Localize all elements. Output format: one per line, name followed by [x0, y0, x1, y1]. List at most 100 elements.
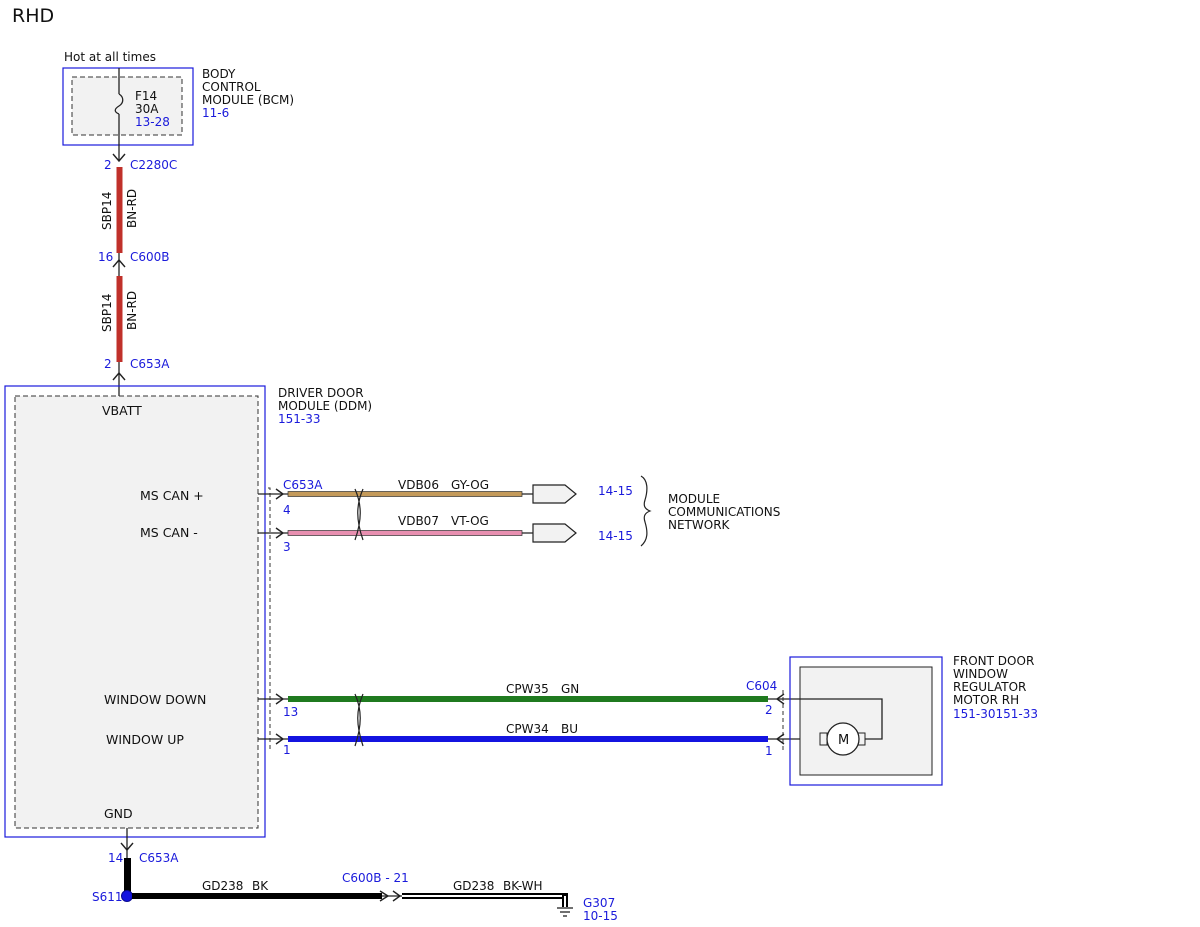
- c653a-gnd-pin: 14: [108, 851, 123, 865]
- bcm-box: [62, 67, 194, 146]
- ddm-pin-ms-can-plus: MS CAN +: [140, 488, 204, 503]
- ground-name: G307: [583, 896, 615, 910]
- wire-cpw34: [288, 736, 768, 742]
- motor-icon: [826, 722, 860, 756]
- win-up-arrow-icon: [275, 733, 285, 745]
- win-down-motor-arrow-icon: [775, 693, 785, 705]
- can-twist-icon: [354, 488, 364, 541]
- connector-c2280c-icon: [112, 153, 126, 163]
- win-down-pin-right: 2: [765, 703, 773, 717]
- bcm-inner-box: [71, 76, 183, 136]
- motor-name-line-2: WINDOW: [953, 667, 1008, 681]
- win-up-pin-left: 1: [283, 743, 291, 757]
- ddm-pin-vbatt: VBATT: [102, 403, 142, 418]
- vdb07-circuit: VDB07: [398, 514, 439, 528]
- can-minus-ref-link[interactable]: 14-15: [598, 529, 633, 543]
- win-up-motor-arrow-icon: [775, 733, 785, 745]
- win-down-pin-left: 13: [283, 705, 298, 719]
- splice-s611-icon: [121, 890, 133, 902]
- fuse-ref-link[interactable]: 13-28: [135, 115, 170, 129]
- c604-name[interactable]: C604: [746, 679, 777, 693]
- page-title: RHD: [12, 5, 54, 27]
- fuse-id: F14: [135, 89, 157, 103]
- can-plus-ref-link[interactable]: 14-15: [598, 484, 633, 498]
- c600b-pin: 16: [98, 250, 113, 264]
- can-minus-offpage-icon: [522, 523, 577, 543]
- wire-sbp14-lower: [116, 276, 123, 362]
- vdb07-color: VT-OG: [451, 514, 489, 528]
- wire-upper-circuit: SBP14: [100, 192, 114, 230]
- bcm-name-line-1: BODY: [202, 67, 236, 81]
- window-twist-icon: [354, 693, 364, 747]
- wire-lower-circuit: SBP14: [100, 294, 114, 332]
- c600b-gnd-name[interactable]: C600B - 21: [342, 871, 409, 885]
- motor-inner-box: [799, 666, 933, 776]
- cpw34-circuit: CPW34: [506, 722, 549, 736]
- cpw35-circuit: CPW35: [506, 682, 549, 696]
- can-minus-pin: 3: [283, 540, 291, 554]
- can-plus-arrow-icon: [275, 488, 285, 500]
- can-plus-pin: 4: [283, 503, 291, 517]
- motor-box: [789, 656, 943, 786]
- wire-gd238-vertical: [124, 858, 131, 896]
- ddm-name-line-2: MODULE (DDM): [278, 399, 372, 413]
- network-label-line-1: MODULE: [668, 492, 720, 506]
- c2280c-pin: 2: [104, 158, 112, 172]
- bcm-ref-link[interactable]: 11-6: [202, 106, 229, 120]
- ddm-pin-window-up: WINDOW UP: [106, 732, 184, 747]
- wire-sbp14-upper: [116, 167, 123, 253]
- ground-ref-link[interactable]: 10-15: [583, 909, 618, 923]
- wire-vdb07: [287, 530, 523, 536]
- motor-wire-loop: [800, 698, 883, 740]
- vdb06-circuit: VDB06: [398, 478, 439, 492]
- bcm-name-line-2: CONTROL: [202, 80, 261, 94]
- wire-upper-color: BN-RD: [125, 189, 139, 228]
- c653a-gnd-icon: [120, 842, 134, 852]
- cpw35-color: GN: [561, 682, 579, 696]
- fuse-icon: [114, 93, 124, 115]
- motor-ref-link[interactable]: 151-30151-33: [953, 707, 1038, 721]
- splice-s611-name: S611: [92, 890, 123, 904]
- c600b-name[interactable]: C600B: [130, 250, 170, 264]
- c653a-dashed-outline: [268, 487, 271, 750]
- wire-vdb06: [287, 491, 523, 497]
- motor-name-line-4: MOTOR RH: [953, 693, 1019, 707]
- motor-name-line-3: REGULATOR: [953, 680, 1026, 694]
- ddm-ref-link[interactable]: 151-33: [278, 412, 321, 426]
- wire-gd238-bk: [132, 893, 382, 899]
- motor-name-line-1: FRONT DOOR: [953, 654, 1034, 668]
- power-label: Hot at all times: [64, 50, 156, 64]
- can-minus-arrow-icon: [275, 527, 285, 539]
- gnd-b-color: BK-WH: [503, 879, 543, 893]
- ground-icon: [557, 907, 573, 917]
- ddm-name-line-1: DRIVER DOOR: [278, 386, 364, 400]
- wire-cpw35: [288, 696, 768, 702]
- c653a-gnd-name[interactable]: C653A: [139, 851, 179, 865]
- network-brace-icon: [640, 475, 652, 547]
- gnd-b-circuit: GD238: [453, 879, 494, 893]
- gnd-a-circuit: GD238: [202, 879, 243, 893]
- win-down-arrow-icon: [275, 693, 285, 705]
- gnd-a-color: BK: [252, 879, 269, 893]
- motor-symbol: M: [838, 733, 849, 748]
- ddm-pin-gnd: GND: [104, 806, 133, 821]
- c2280c-name[interactable]: C2280C: [130, 158, 177, 172]
- ddm-box: [4, 385, 266, 838]
- wire-lower-color: BN-RD: [125, 291, 139, 330]
- c653a-can-name[interactable]: C653A: [283, 478, 323, 492]
- can-plus-offpage-icon: [522, 484, 577, 504]
- ddm-inner-box: [14, 395, 259, 829]
- c653a-top-name[interactable]: C653A: [130, 357, 170, 371]
- ddm-pin-ms-can-minus: MS CAN -: [140, 525, 198, 540]
- c600b-gnd-arrow-2-icon: [392, 890, 402, 902]
- win-up-pin-right: 1: [765, 744, 773, 758]
- vdb06-color: GY-OG: [451, 478, 489, 492]
- c653a-top-pin: 2: [104, 357, 112, 371]
- bcm-name-line-3: MODULE (BCM): [202, 93, 294, 107]
- cpw34-color: BU: [561, 722, 578, 736]
- motor-terminal-left: [819, 732, 828, 746]
- fuse-rating: 30A: [135, 102, 159, 116]
- network-label-line-2: COMMUNICATIONS: [668, 505, 780, 519]
- ddm-pin-window-down: WINDOW DOWN: [104, 692, 206, 707]
